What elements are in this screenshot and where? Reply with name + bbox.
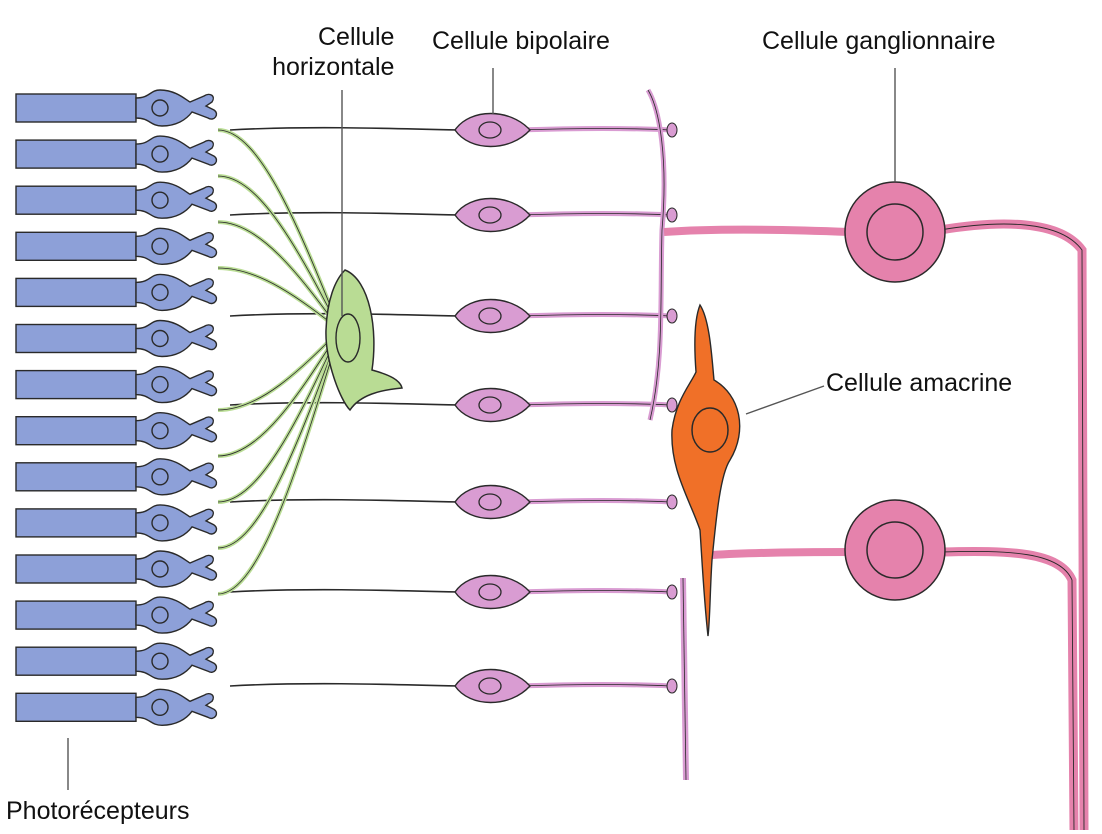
photoreceptor-outer-segment: [16, 463, 136, 491]
horizontal-cell-process-outline: [218, 130, 340, 330]
photoreceptor-synaptic-terminal: [136, 459, 216, 495]
photoreceptor: [16, 597, 216, 633]
bipolar-cell-body: [455, 389, 530, 422]
ganglion-axon-lower: [940, 551, 1074, 830]
photoreceptor: [16, 367, 216, 403]
photoreceptor-synaptic-terminal: [136, 413, 216, 449]
photoreceptor: [16, 459, 216, 495]
photoreceptor-synaptic-terminal: [136, 505, 216, 541]
bipolar-dendrite: [230, 590, 460, 592]
photoreceptor-outer-segment: [16, 555, 136, 583]
label-amacrine-cell: Cellule amacrine: [826, 368, 1012, 398]
bipolar-terminal: [667, 679, 677, 693]
photoreceptor: [16, 274, 216, 310]
photoreceptor-synaptic-terminal: [136, 274, 216, 310]
photoreceptor-outer-segment: [16, 601, 136, 629]
bipolar-cell-body: [455, 576, 530, 609]
cell-layer: [326, 114, 945, 703]
photoreceptor-synaptic-terminal: [136, 182, 216, 218]
bipolar-cell-body: [455, 486, 530, 519]
photoreceptor-outer-segment: [16, 232, 136, 260]
photoreceptor-outer-segment: [16, 140, 136, 168]
photoreceptor: [16, 551, 216, 587]
bipolar-dendrite: [230, 128, 460, 130]
bipolar-terminal: [667, 123, 677, 137]
photoreceptor-outer-segment: [16, 94, 136, 122]
photoreceptor-synaptic-terminal: [136, 367, 216, 403]
ganglion-cell-upper: [845, 182, 945, 282]
ganglion-axon-upper-outline: [940, 224, 1084, 830]
photoreceptor: [16, 505, 216, 541]
photoreceptor-synaptic-terminal: [136, 90, 216, 126]
bipolar-dendrite: [230, 500, 460, 502]
leader-amacrine: [746, 386, 824, 414]
bipolar-terminal: [667, 585, 677, 599]
nerve-fibers: [218, 90, 1084, 830]
horizontal-cell-body: [326, 270, 402, 410]
photoreceptor-synaptic-terminal: [136, 321, 216, 357]
bipolar-cell-body: [455, 670, 530, 703]
photoreceptor: [16, 689, 216, 725]
horizontal-cell-process: [218, 130, 340, 330]
bipolar-terminal: [667, 495, 677, 509]
photoreceptor: [16, 90, 216, 126]
photoreceptor-outer-segment: [16, 417, 136, 445]
photoreceptor-synaptic-terminal: [136, 643, 216, 679]
bipolar-cell-body: [455, 300, 530, 333]
photoreceptor-synaptic-terminal: [136, 689, 216, 725]
ganglion-axon-upper: [940, 224, 1084, 830]
bipolar-cell-body: [455, 199, 530, 232]
ganglion-axon-lower-outline: [940, 551, 1074, 830]
bipolar-terminal: [667, 398, 677, 412]
ganglion-dendrite-lower: [712, 552, 850, 555]
photoreceptor-outer-segment: [16, 278, 136, 306]
photoreceptor-outer-segment: [16, 647, 136, 675]
bipolar-cell-body: [455, 114, 530, 147]
label-horizontal-line2: horizontale: [222, 52, 394, 82]
ganglion-dendrite-upper: [664, 230, 850, 232]
photoreceptor-outer-segment: [16, 186, 136, 214]
photoreceptor: [16, 643, 216, 679]
photoreceptor: [16, 413, 216, 449]
photoreceptor: [16, 136, 216, 172]
ganglion-cell-lower: [845, 500, 945, 600]
bipolar-dendrite: [230, 213, 460, 215]
photoreceptor-outer-segment: [16, 509, 136, 537]
label-horizontal-cell: Cellule horizontale: [318, 22, 394, 82]
photoreceptor-synaptic-terminal: [136, 136, 216, 172]
label-horizontal-line1: Cellule: [318, 22, 394, 52]
photoreceptor-synaptic-terminal: [136, 551, 216, 587]
photoreceptor-synaptic-terminal: [136, 228, 216, 264]
photoreceptor-layer: [16, 90, 216, 725]
photoreceptor-outer-segment: [16, 693, 136, 721]
bipolar-terminal: [667, 208, 677, 222]
photoreceptor-outer-segment: [16, 325, 136, 353]
label-photoreceptors: Photorécepteurs: [6, 796, 189, 826]
photoreceptor-outer-segment: [16, 371, 136, 399]
photoreceptor: [16, 321, 216, 357]
bipolar-terminal: [667, 309, 677, 323]
label-ganglion-cell: Cellule ganglionnaire: [762, 26, 996, 56]
photoreceptor: [16, 182, 216, 218]
photoreceptor: [16, 228, 216, 264]
bipolar-dendrite: [230, 684, 460, 686]
photoreceptor-synaptic-terminal: [136, 597, 216, 633]
label-bipolar-cell: Cellule bipolaire: [432, 26, 610, 56]
